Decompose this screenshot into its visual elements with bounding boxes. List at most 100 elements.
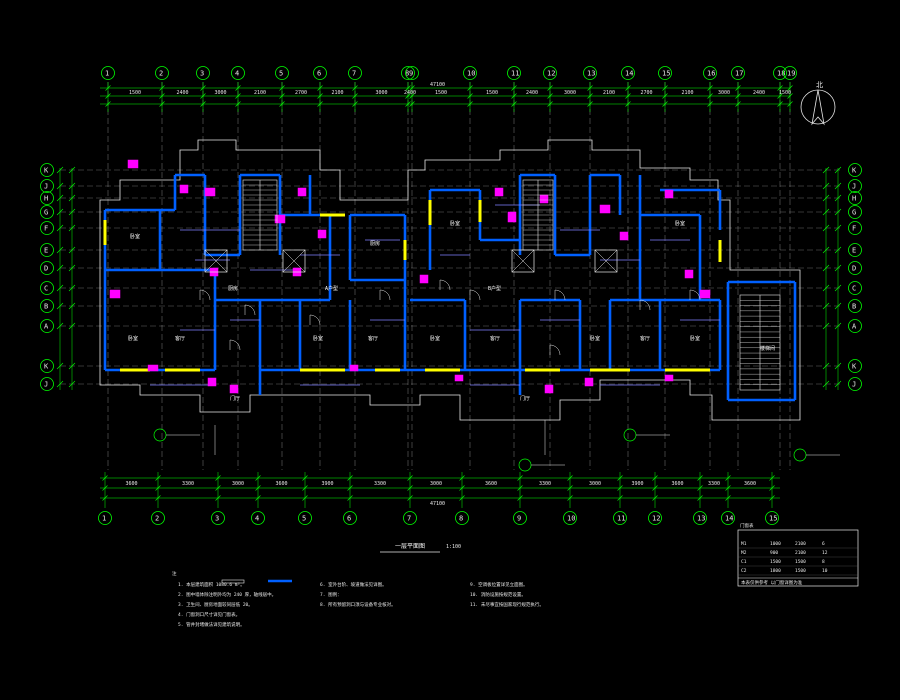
- note-line: 8. 所有预留洞口须与设备专业核对。: [320, 601, 396, 608]
- axis-bubble-right: [848, 377, 862, 391]
- axis-bubble-top: [196, 66, 210, 80]
- fixture: [297, 187, 307, 197]
- axis-bubble-right: [848, 205, 862, 219]
- axis-bubble-bottom: [343, 511, 357, 525]
- axis-label-top: 8: [405, 70, 409, 78]
- dim-text-top: 2400: [404, 90, 416, 96]
- axis-label-bottom: 4: [255, 515, 259, 523]
- legend-cell: 12: [822, 550, 828, 556]
- axis-bubble-top: [405, 66, 419, 80]
- axis-bubble-bottom: [455, 511, 469, 525]
- axis-label-right: J: [852, 381, 856, 389]
- axis-bubble-left: [40, 261, 54, 275]
- drawing-scale: 1:100: [446, 544, 461, 550]
- legend-cell: 1800: [770, 568, 781, 574]
- north-arrow: 北: [800, 81, 836, 126]
- elevator-shaft: [204, 249, 228, 273]
- axis-label-top: 1: [105, 70, 109, 78]
- axis-label-top: 7: [352, 70, 356, 78]
- room-label: 卧室: [450, 220, 460, 227]
- axis-label-right: J: [852, 183, 856, 191]
- axis-bubble-right: [848, 191, 862, 205]
- axis-label-top: 13: [587, 70, 595, 78]
- axis-label-right: B: [852, 303, 856, 311]
- room-label: 卧室: [690, 335, 700, 342]
- section-callout: [153, 428, 167, 442]
- axis-label-right: E: [852, 247, 856, 255]
- axis-bubble-left: [40, 319, 54, 333]
- dim-text-top: 1500: [129, 90, 141, 96]
- axis-label-left: F: [44, 225, 48, 233]
- axis-bubble-left: [40, 243, 54, 257]
- legend-wall-symbol: [221, 579, 245, 584]
- fixture: [664, 189, 674, 199]
- axis-bubble-top: [275, 66, 289, 80]
- overall-dim-bottom: 47100: [430, 501, 445, 507]
- axis-label-right: D: [852, 265, 856, 273]
- axis-label-right: K: [852, 363, 857, 371]
- axis-bubble-bottom: [613, 511, 627, 525]
- axis-bubble-bottom: [151, 511, 165, 525]
- axis-bubble-left: [40, 179, 54, 193]
- axis-label-top: 5: [279, 70, 283, 78]
- axis-bubble-left: [40, 281, 54, 295]
- exterior-outline: [99, 139, 801, 421]
- door-swing: [379, 289, 391, 301]
- axis-bubble-bottom: [765, 511, 779, 525]
- door-swing: [439, 279, 451, 291]
- fixture: [454, 374, 464, 382]
- axis-bubble-bottom: [251, 511, 265, 525]
- dim-text-top: 1500: [435, 90, 447, 96]
- legend-cell: 10: [822, 568, 828, 574]
- dim-text-top: 2100: [254, 90, 266, 96]
- fixture: [619, 231, 629, 241]
- axis-bubble-top: [583, 66, 597, 80]
- note-line: 3. 卫生间、厨房地面较同层低 20。: [178, 601, 253, 608]
- legend-cell: 8: [822, 559, 825, 565]
- door-swing: [549, 344, 561, 356]
- axis-bubble-top: [155, 66, 169, 80]
- dim-text-top: 3000: [718, 90, 730, 96]
- axis-bubble-top: [101, 66, 115, 80]
- fixture: [539, 194, 549, 204]
- room-label: 卧室: [313, 335, 323, 342]
- dim-text-bottom: 3600: [672, 481, 684, 487]
- general-notes: 注 1. 本层建筑面积 1080.6 m²。2. 图中墙体除注明外均为 240 …: [172, 570, 544, 628]
- axis-bubble-bottom: [513, 511, 527, 525]
- note-line: 7. 图例：: [320, 591, 342, 598]
- fixture: [584, 377, 594, 387]
- fixture: [109, 289, 121, 299]
- dim-text-bottom: 3600: [276, 481, 288, 487]
- room-label: 厨房: [228, 285, 238, 292]
- dim-text-top: 2100: [332, 90, 344, 96]
- fixture: [419, 274, 429, 284]
- axis-bubble-right: [848, 319, 862, 333]
- axis-bubble-top: [348, 66, 362, 80]
- legend-footer: 本表仅供参考 以门窗详图为准: [741, 579, 803, 586]
- dim-text-top: 2400: [526, 90, 538, 96]
- legend-cell: C1: [741, 559, 747, 565]
- axis-label-left: K: [44, 363, 49, 371]
- note-line: 10. 消防设施按规范设置。: [470, 591, 526, 598]
- dim-text-top: 2400: [753, 90, 765, 96]
- room-label: 客厅: [490, 335, 500, 342]
- axis-bubble-top: [507, 66, 521, 80]
- fixture: [179, 184, 189, 194]
- elevator-shaft: [511, 249, 535, 273]
- fixture: [349, 364, 359, 372]
- axis-bubble-top: [621, 66, 635, 80]
- axis-bubble-left: [40, 205, 54, 219]
- axis-label-right: C: [852, 285, 856, 293]
- section-callout: [518, 458, 532, 472]
- axis-label-left: D: [44, 265, 48, 273]
- dim-text-bottom: 3300: [182, 481, 194, 487]
- axis-bubble-top: [463, 66, 477, 80]
- dim-text-bottom: 3900: [322, 481, 334, 487]
- door-swing: [469, 289, 481, 301]
- legend-cell: M1: [741, 541, 747, 547]
- dim-text-bottom: 3300: [708, 481, 720, 487]
- axis-label-left: K: [44, 167, 49, 175]
- axis-bubble-left: [40, 299, 54, 313]
- axis-bubble-right: [848, 179, 862, 193]
- fixture: [599, 204, 611, 214]
